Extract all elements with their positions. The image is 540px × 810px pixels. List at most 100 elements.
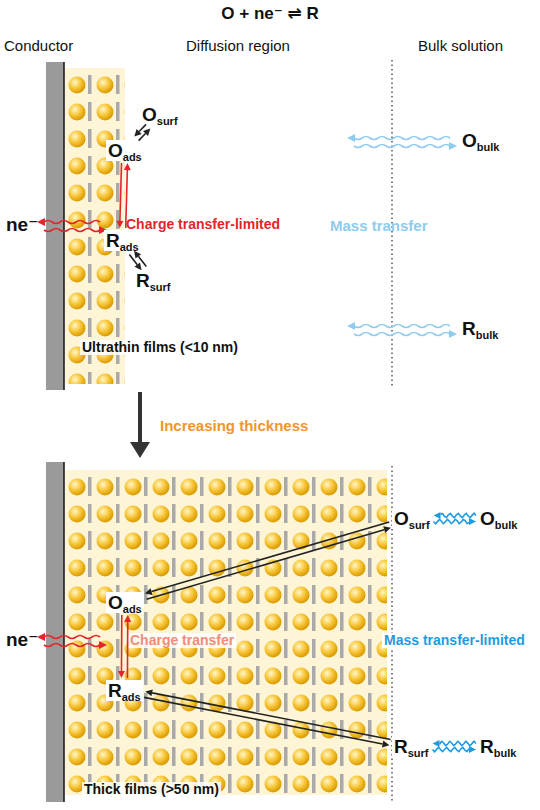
species-symbol: O (142, 104, 157, 125)
region-header: Bulk solution (418, 38, 503, 55)
region-header: Conductor (4, 38, 73, 55)
connector-line (120, 163, 122, 221)
wavy-connector-line (440, 741, 476, 745)
species-subscript: bulk (476, 329, 499, 341)
species-node: Rbulk (460, 318, 500, 339)
arrow-head (145, 689, 153, 696)
connector (134, 124, 150, 140)
connector-line (152, 522, 390, 592)
arrow-head (449, 142, 457, 150)
arrow-head (382, 741, 390, 748)
species-subscript: surf (409, 519, 430, 531)
process-label: Charge transfer (128, 633, 236, 648)
species-node: Obulk (478, 508, 519, 529)
connector (434, 512, 476, 525)
species-subscript: bulk (494, 747, 517, 759)
arrow-head (99, 641, 107, 649)
species-symbol: R (106, 230, 120, 251)
connector-line (147, 530, 385, 600)
connector-line (121, 615, 123, 671)
connector-line (129, 254, 137, 264)
electron-label: ne⁻ (6, 630, 38, 651)
species-node: Oads (106, 140, 144, 161)
connector-line (152, 693, 391, 740)
species-node: Obulk (460, 130, 501, 151)
arrow-head (116, 221, 123, 228)
arrow-head (124, 615, 131, 622)
species-symbol: O (480, 508, 495, 529)
connector-line (138, 256, 146, 266)
ultrathin-film (65, 68, 125, 384)
process-label: Mass transfer-limited (382, 633, 527, 648)
electron-wavy-arrow (44, 221, 100, 224)
arrow-head (469, 746, 476, 753)
arrow-head (347, 322, 355, 330)
arrow-head (143, 129, 150, 136)
species-node: Rbulk (478, 736, 518, 757)
species-symbol: R (136, 270, 150, 291)
species-symbol: R (462, 318, 476, 339)
arrow-head (118, 671, 125, 678)
species-symbol: O (394, 508, 409, 529)
thick-film (65, 470, 387, 795)
species-node: Rsurf (134, 270, 173, 291)
conductor-surface (63, 462, 65, 802)
connector (144, 689, 391, 747)
species-subscript: bulk (495, 519, 518, 531)
species-symbol: R (480, 736, 494, 757)
wavy-arrow (354, 137, 450, 140)
arrow-head (434, 512, 441, 519)
species-subscript: bulk (477, 141, 500, 153)
species-subscript: ads (120, 241, 139, 253)
electron-wavy-arrow (44, 229, 100, 232)
species-subscript: surf (157, 115, 178, 127)
species-symbol: O (462, 130, 477, 151)
connector-line (127, 622, 129, 678)
wavy-arrow (354, 145, 450, 148)
wavy-connector-line (433, 747, 469, 751)
arrow-head (469, 518, 476, 525)
species-subscript: ads (123, 603, 142, 615)
species-node: Rsurf (392, 736, 431, 757)
connector (433, 740, 476, 753)
arrow-head (449, 330, 457, 338)
wavy-connector-line (434, 519, 469, 523)
species-subscript: ads (123, 151, 142, 163)
electron-wavy-arrow (44, 636, 100, 639)
electron-label: ne⁻ (6, 215, 38, 236)
connector (129, 251, 146, 271)
connector (145, 522, 391, 599)
arrow-head (433, 740, 440, 747)
connector-line (139, 124, 146, 131)
arrow-head (145, 588, 153, 595)
arrow-head (347, 134, 355, 142)
species-subscript: surf (408, 747, 429, 759)
thickness-arrow (138, 392, 142, 444)
species-subscript: surf (150, 281, 171, 293)
process-label: Charge transfer-limited (124, 217, 282, 232)
wavy-connector-line (441, 513, 476, 517)
process-label: Mass transfer (330, 218, 428, 235)
film-background (65, 470, 387, 795)
species-symbol: O (108, 140, 123, 161)
conductor-bar (46, 62, 64, 390)
species-symbol: R (108, 680, 122, 701)
species-symbol: O (108, 592, 123, 613)
arrow-head (383, 526, 391, 533)
connector-line (144, 697, 383, 744)
species-subscript: ads (122, 691, 141, 703)
region-header: Diffusion region (186, 38, 290, 55)
species-symbol: R (394, 736, 408, 757)
transition-label: Increasing thickness (160, 418, 308, 435)
species-node: Osurf (140, 104, 180, 125)
species-node: Osurf (392, 508, 432, 529)
wavy-arrow (354, 333, 450, 336)
species-node: Oads (106, 592, 144, 613)
arrow-head (134, 129, 141, 136)
species-node: Rads (106, 680, 143, 701)
electron-wavy-arrow (44, 644, 100, 647)
species-node: Rads (104, 230, 141, 251)
